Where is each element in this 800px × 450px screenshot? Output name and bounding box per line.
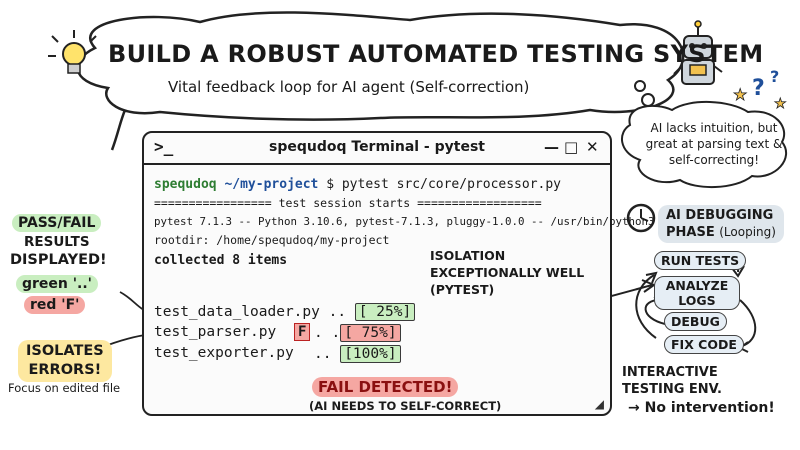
test-percent: [ 75%] [340, 324, 401, 342]
terminal-title: spequdoq Terminal - pytest [269, 139, 485, 155]
terminal-title-bar[interactable]: >_ spequdoq Terminal - pytest — □ ✕ [144, 133, 610, 165]
no-intervention-label: → No intervention! [628, 400, 775, 416]
session-start-line: ================= test session starts ==… [154, 196, 542, 210]
red-label: red 'F' [24, 296, 86, 314]
resize-handle-icon[interactable]: ◢ [594, 397, 604, 411]
minimize-button[interactable]: — [544, 138, 559, 156]
interactive-env-label: INTERACTIVE TESTING ENV. [622, 365, 722, 397]
page-subtitle: Vital feedback loop for AI agent (Self-c… [168, 78, 530, 96]
maximize-button[interactable]: □ [564, 138, 579, 156]
title-cloud [76, 11, 685, 121]
test-percent: [ 25%] [354, 303, 416, 321]
results-line-2: DISPLAYED! [10, 252, 107, 268]
question-mark-icon: ? [752, 76, 765, 101]
robot-thought-cloud [621, 101, 788, 189]
step-debug: DEBUG [664, 312, 727, 331]
test-name: test_data_loader.py [154, 304, 320, 320]
test-row-tail: .. [100%] [314, 345, 401, 363]
pass-fail-pill: PASS/FAIL [12, 214, 102, 232]
test-name: test_exporter.py [154, 345, 294, 361]
question-mark-icon: ? [770, 67, 779, 86]
fail-detected-badge: FAIL DETECTED! [312, 377, 459, 397]
test-row: test_exporter.py [154, 345, 294, 361]
rootdir-line: rootdir: /home/spequdoq/my-project [154, 233, 390, 247]
isolation-note: ISOLATION EXCEPTIONALLY WELL (PYTEST) [430, 248, 585, 297]
title-cloud-tail [110, 109, 127, 151]
results-line-1: RESULTS [24, 234, 90, 250]
test-row: test_data_loader.py .. [ 25%] [154, 303, 416, 321]
prompt-command: pytest src/core/processor.py [341, 177, 562, 192]
close-button[interactable]: ✕ [586, 138, 599, 156]
collected-line: collected 8 items [154, 253, 288, 268]
test-percent: [100%] [340, 345, 401, 363]
isolates-errors-badge: ISOLATES ERRORS! [18, 340, 112, 382]
terminal-window[interactable]: >_ spequdoq Terminal - pytest — □ ✕ speq… [142, 131, 655, 416]
prompt-symbol: $ [326, 177, 335, 192]
page-title: BUILD A ROBUST AUTOMATED TESTING SYSTEM [108, 40, 764, 68]
fail-marker: F [294, 323, 311, 341]
clock-icon [626, 203, 656, 233]
fail-detected-note: (AI NEEDS TO SELF-CORRECT) [309, 399, 502, 413]
robot-thought-text: AI lacks intuition, but great at parsing… [645, 121, 783, 167]
step-analyze-logs: ANALYZE LOGS [654, 276, 740, 310]
test-row: test_parser.py [154, 324, 276, 340]
test-name: test_parser.py [154, 324, 277, 340]
thought-dot-small [634, 80, 646, 92]
star-icon: ★ [774, 96, 787, 112]
prompt-user: spequdoq [154, 177, 217, 192]
step-fix-code: FIX CODE [664, 335, 744, 354]
command-line: spequdoq ~/my-project $ pytest src/core/… [154, 177, 561, 192]
thought-dot-medium [641, 93, 655, 107]
robot-icon [673, 20, 723, 85]
debug-phase-badge: AI DEBUGGING PHASE (Looping) [658, 205, 784, 243]
green-label: green '..' [16, 275, 98, 293]
lightbulb-icon [48, 30, 97, 74]
prompt-path: ~/my-project [224, 177, 319, 192]
platform-line: pytest 7.1.3 -- Python 3.10.6, pytest-7.… [154, 215, 655, 228]
star-icon: ★ [733, 85, 747, 104]
test-row-tail: . .[ 75%] [314, 324, 401, 342]
focus-note: Focus on edited file [8, 381, 121, 395]
terminal-prompt-icon: >_ [154, 137, 174, 156]
step-run-tests: RUN TESTS [654, 251, 747, 270]
